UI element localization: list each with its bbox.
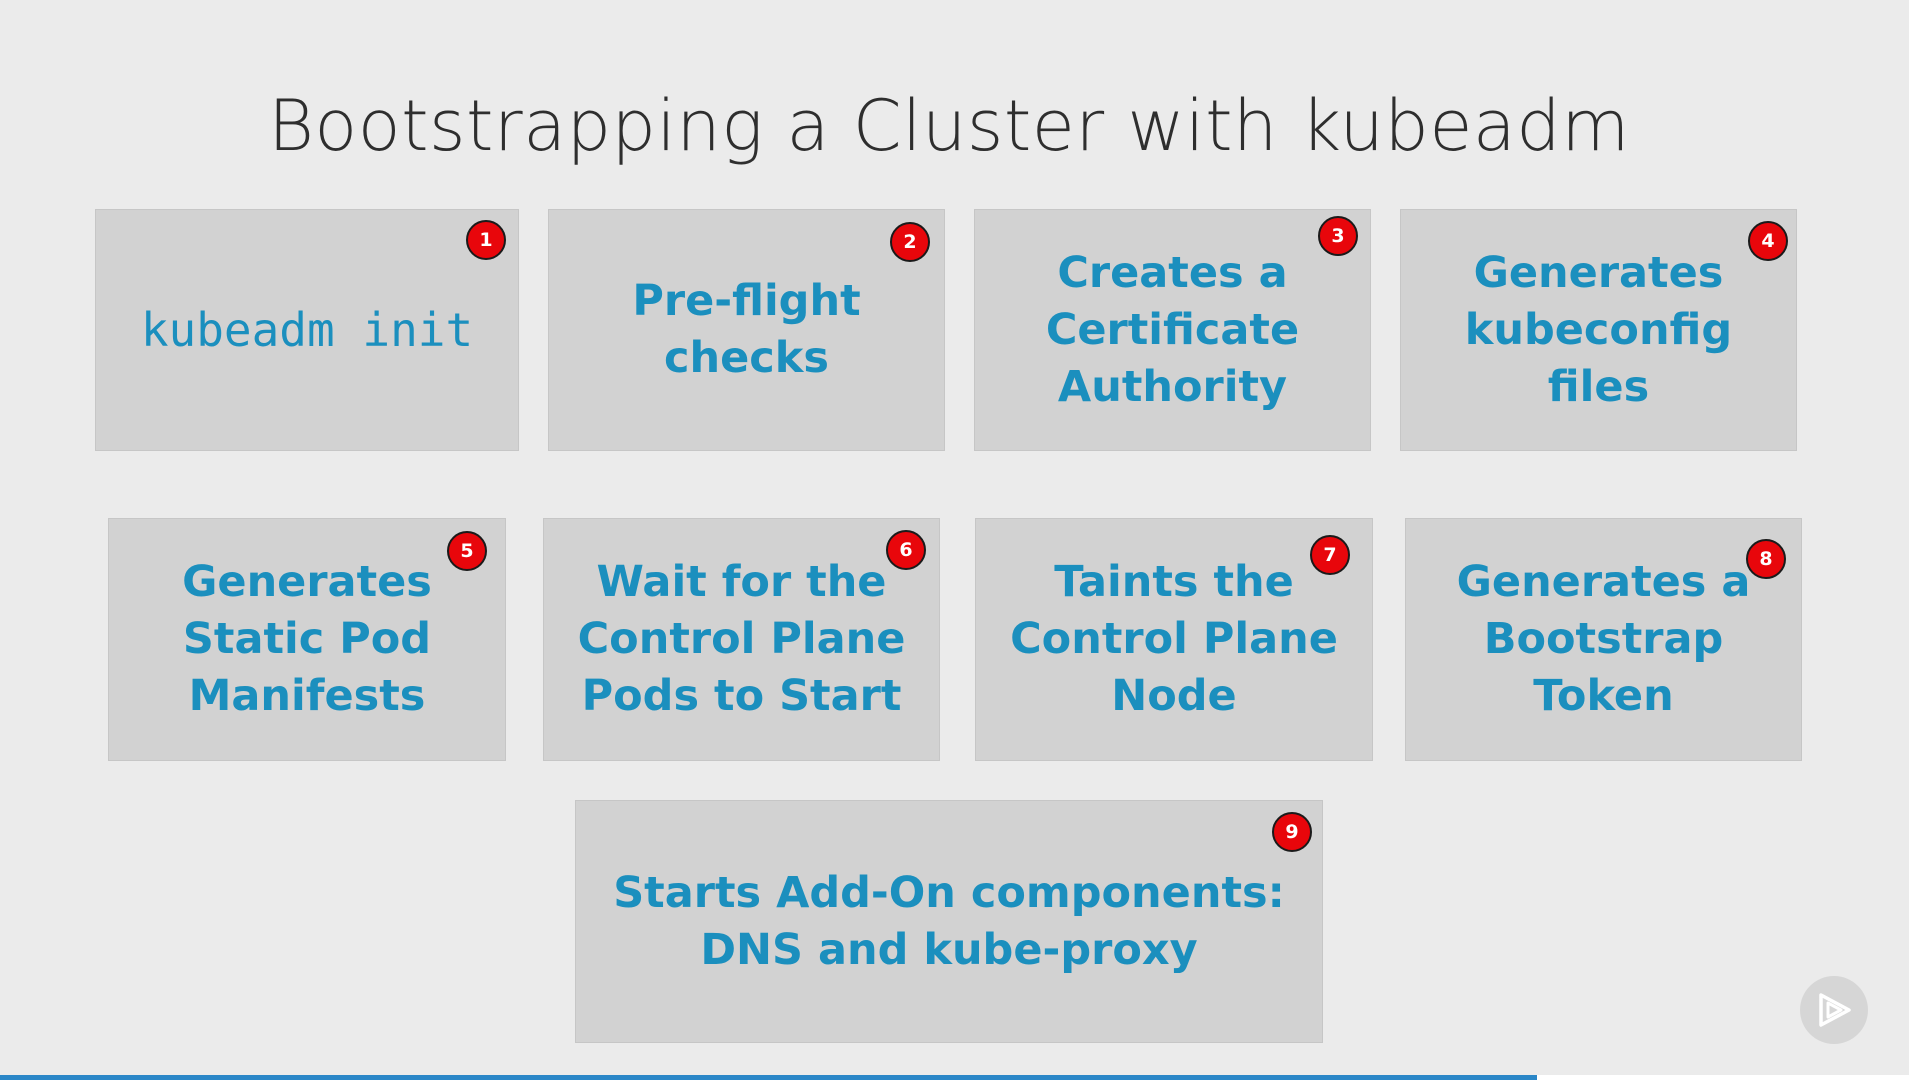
progress-bar[interactable]: [0, 1075, 1909, 1080]
step-box-9: Starts Add-On components: DNS and kube-p…: [575, 800, 1323, 1043]
step-box-1: kubeadm init 1: [95, 209, 519, 451]
step-badge-1: 1: [466, 220, 506, 260]
step-box-3: Creates a Certificate Authority 3: [974, 209, 1371, 451]
step-badge-9: 9: [1272, 812, 1312, 852]
play-button[interactable]: [1800, 976, 1868, 1044]
step-badge-8: 8: [1746, 539, 1786, 579]
step-text-2: Pre-flight checks: [632, 276, 861, 383]
step-box-8: Generates a Bootstrap Token 8: [1405, 518, 1802, 761]
step-text-4: Generates kubeconfig files: [1464, 247, 1733, 412]
progress-fill: [0, 1075, 1537, 1080]
step-badge-4: 4: [1748, 221, 1788, 261]
step-box-2: Pre-flight checks 2: [548, 209, 945, 451]
step-badge-2: 2: [890, 222, 930, 262]
step-badge-5: 5: [447, 531, 487, 571]
step-badge-3: 3: [1318, 216, 1358, 256]
play-icon: [1819, 993, 1851, 1027]
step-box-5: Generates Static Pod Manifests 5: [108, 518, 506, 761]
step-text-5: Generates Static Pod Manifests: [182, 557, 432, 721]
step-text-7: Taints the Control Plane Node: [1010, 557, 1338, 721]
slide-title: Bootstrapping a Cluster with kubeadm: [268, 85, 1630, 167]
step-box-6: Wait for the Control Plane Pods to Start…: [543, 518, 940, 761]
step-text-3: Creates a Certificate Authority: [1045, 247, 1300, 412]
step-box-7: Taints the Control Plane Node 7: [975, 518, 1373, 761]
step-text-9: Starts Add-On components: DNS and kube-p…: [613, 867, 1285, 975]
step-badge-6: 6: [886, 530, 926, 570]
step-text-8: Generates a Bootstrap Token: [1456, 557, 1751, 721]
step-text-6: Wait for the Control Plane Pods to Start: [577, 557, 906, 721]
step-box-4: Generates kubeconfig files 4: [1400, 209, 1797, 451]
step-badge-7: 7: [1310, 535, 1350, 575]
step-text-1: kubeadm init: [140, 302, 474, 357]
